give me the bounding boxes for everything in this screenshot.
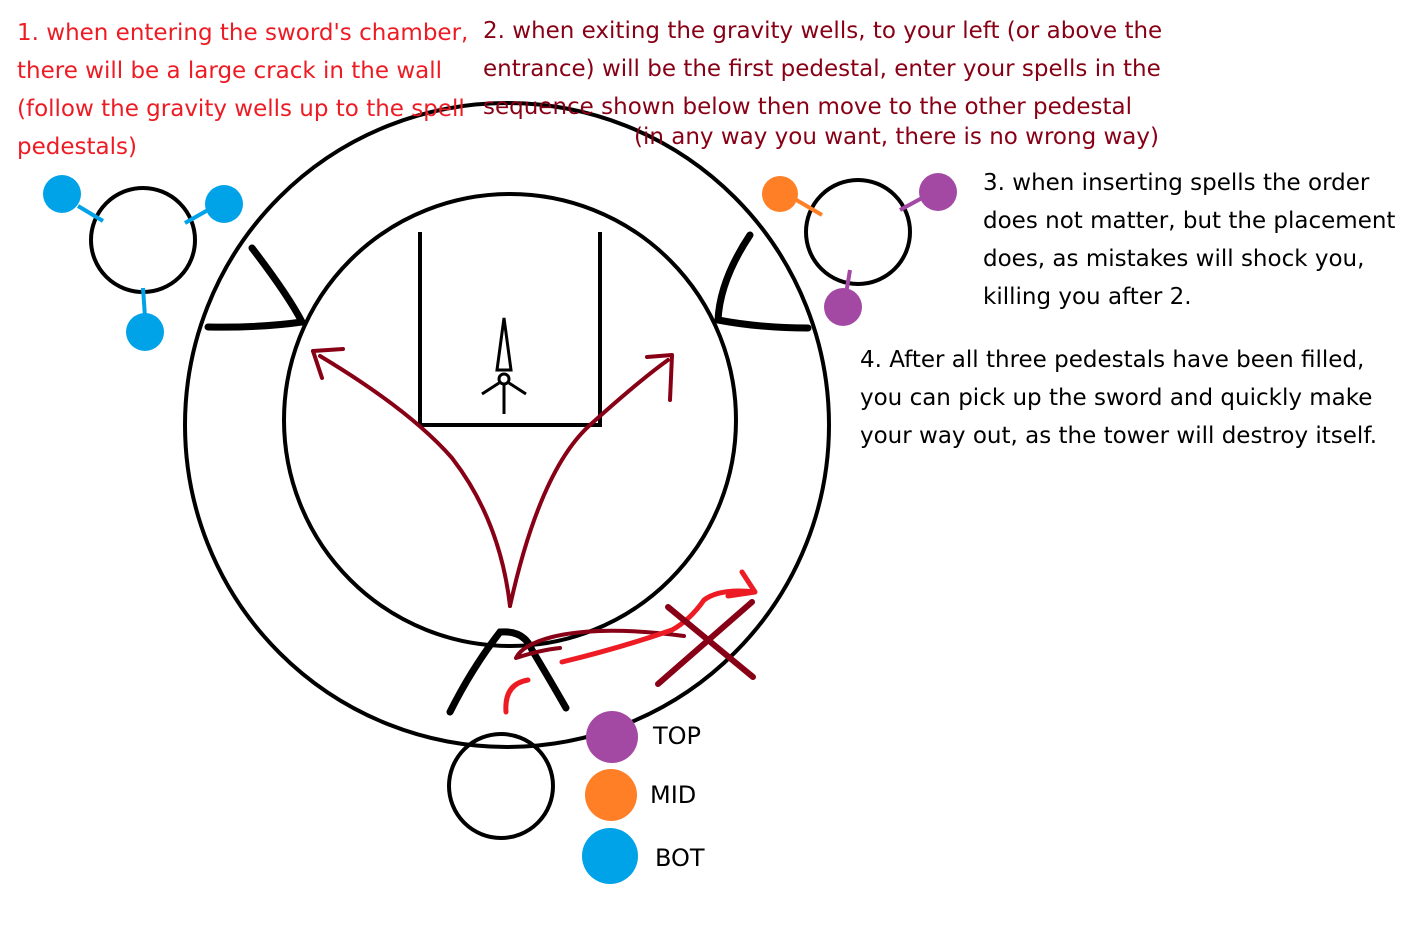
bot-spell-orb (43, 175, 81, 213)
left-crack (204, 244, 308, 331)
x-mark-icon (655, 599, 756, 687)
step2-note: 2. when exiting the gravity wells, to yo… (483, 18, 1163, 120)
top-spell-orb (824, 288, 862, 326)
legend-bot-swatch (582, 828, 638, 884)
entrance-crack (446, 628, 570, 716)
route-to-pedestals (311, 347, 686, 660)
legend-mid-swatch (585, 769, 637, 821)
sword-alcove (418, 232, 602, 427)
step1-note: 1. when entering the sword's chamber, th… (17, 20, 469, 160)
bot-spell-orb (126, 313, 164, 351)
legend-mid-label: MID (650, 781, 697, 809)
step3-note: 3. when inserting spells the order does … (983, 170, 1396, 310)
legend-top-swatch (586, 711, 638, 763)
right-pedestal (762, 173, 957, 326)
inner-chamber-wall (282, 192, 738, 648)
bot-spell-orb (205, 185, 243, 223)
mid-spell-orb (762, 176, 798, 212)
outer-chamber-wall (183, 101, 831, 749)
legend-bot-label: BOT (655, 844, 705, 872)
top-spell-orb (919, 173, 957, 211)
sword-icon (481, 317, 527, 414)
left-pedestal (43, 175, 243, 351)
step4-note: 4. After all three pedestals have been f… (860, 347, 1378, 449)
right-crack (714, 231, 812, 332)
entrance-well (447, 732, 555, 840)
legend-top-label: TOP (653, 722, 702, 750)
step2-subnote: (in any way you want, there is no wrong … (634, 124, 1159, 150)
